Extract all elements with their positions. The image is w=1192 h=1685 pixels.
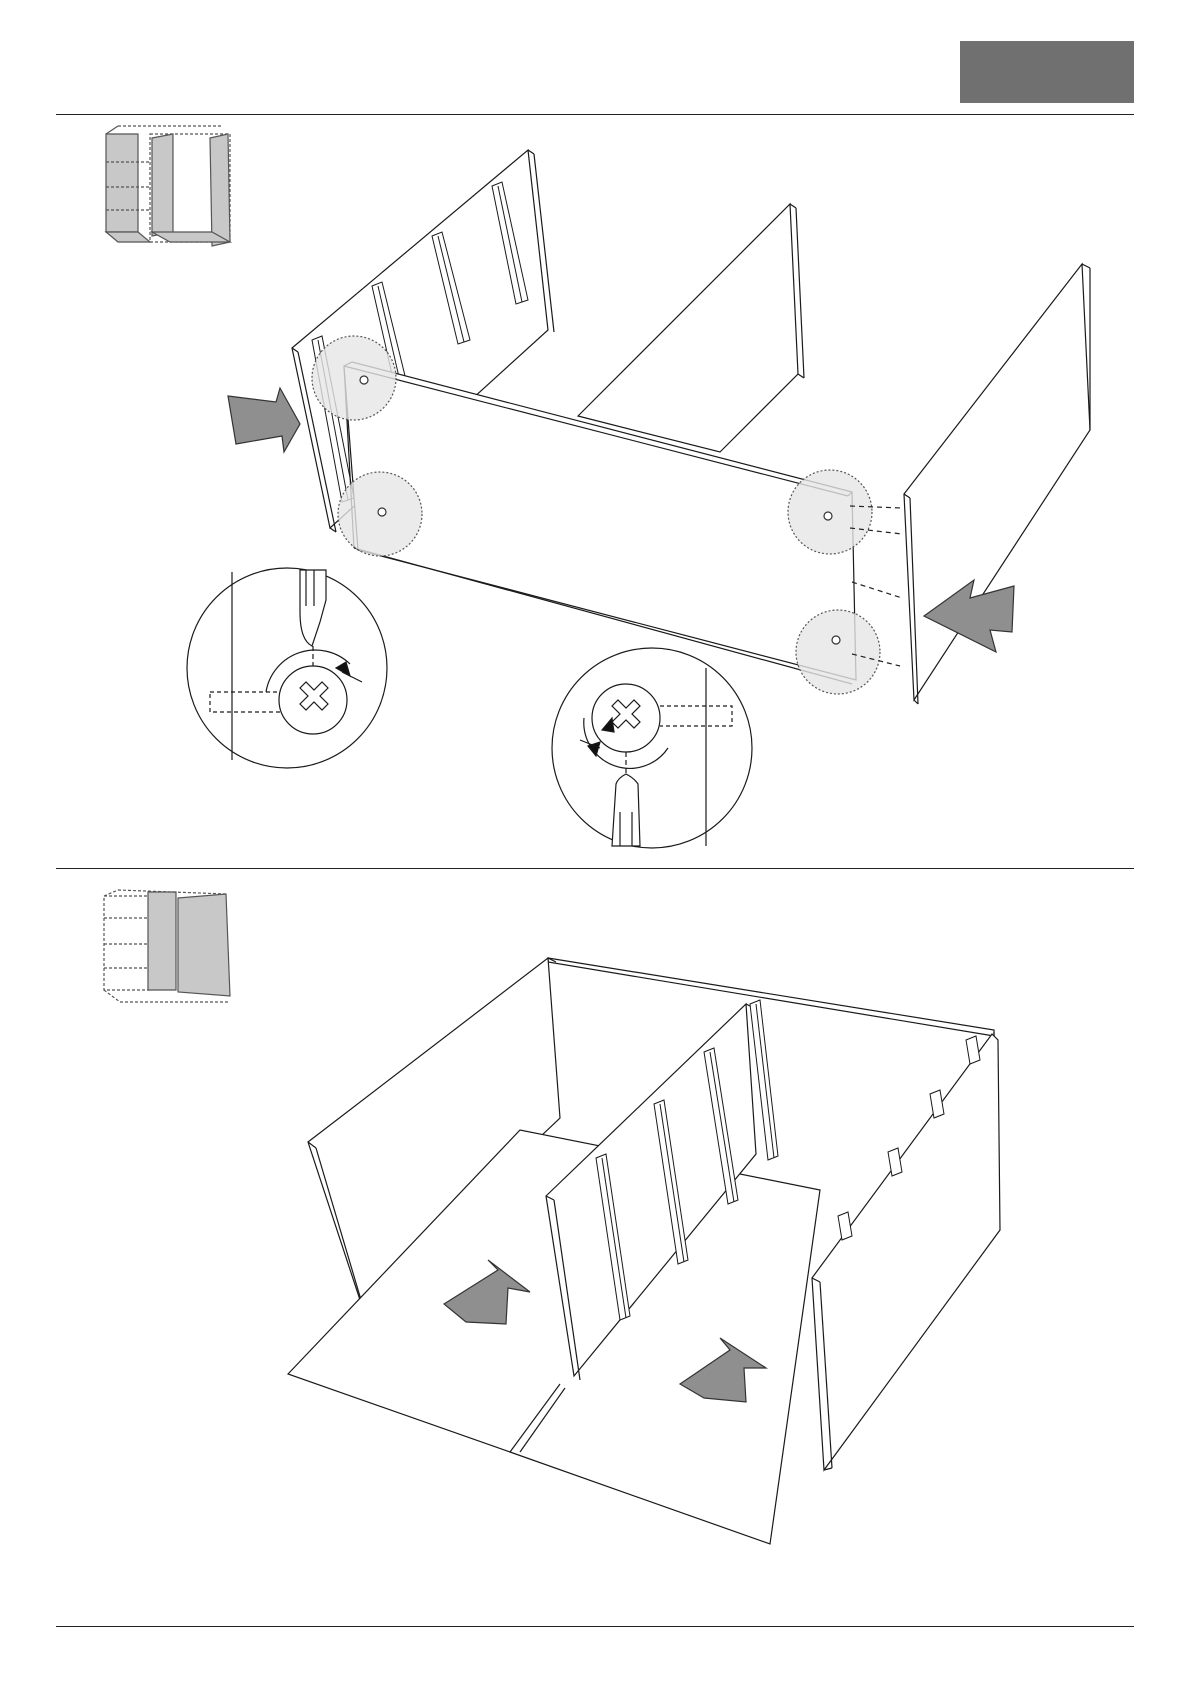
right-side-panel xyxy=(904,264,1090,704)
screw-callout-clockwise xyxy=(187,568,387,768)
step-b-figure xyxy=(0,868,1192,1626)
step-a-figure xyxy=(0,0,1192,868)
step-b-thumbnail xyxy=(104,890,230,1002)
cabinet-right-panel xyxy=(812,1034,1000,1470)
middle-divider-panel xyxy=(578,204,804,452)
step-a-thumbnail xyxy=(106,126,230,246)
push-arrow-left xyxy=(228,388,300,452)
bottom-divider xyxy=(56,1626,1134,1627)
screw-callout-counterclockwise xyxy=(552,648,752,848)
